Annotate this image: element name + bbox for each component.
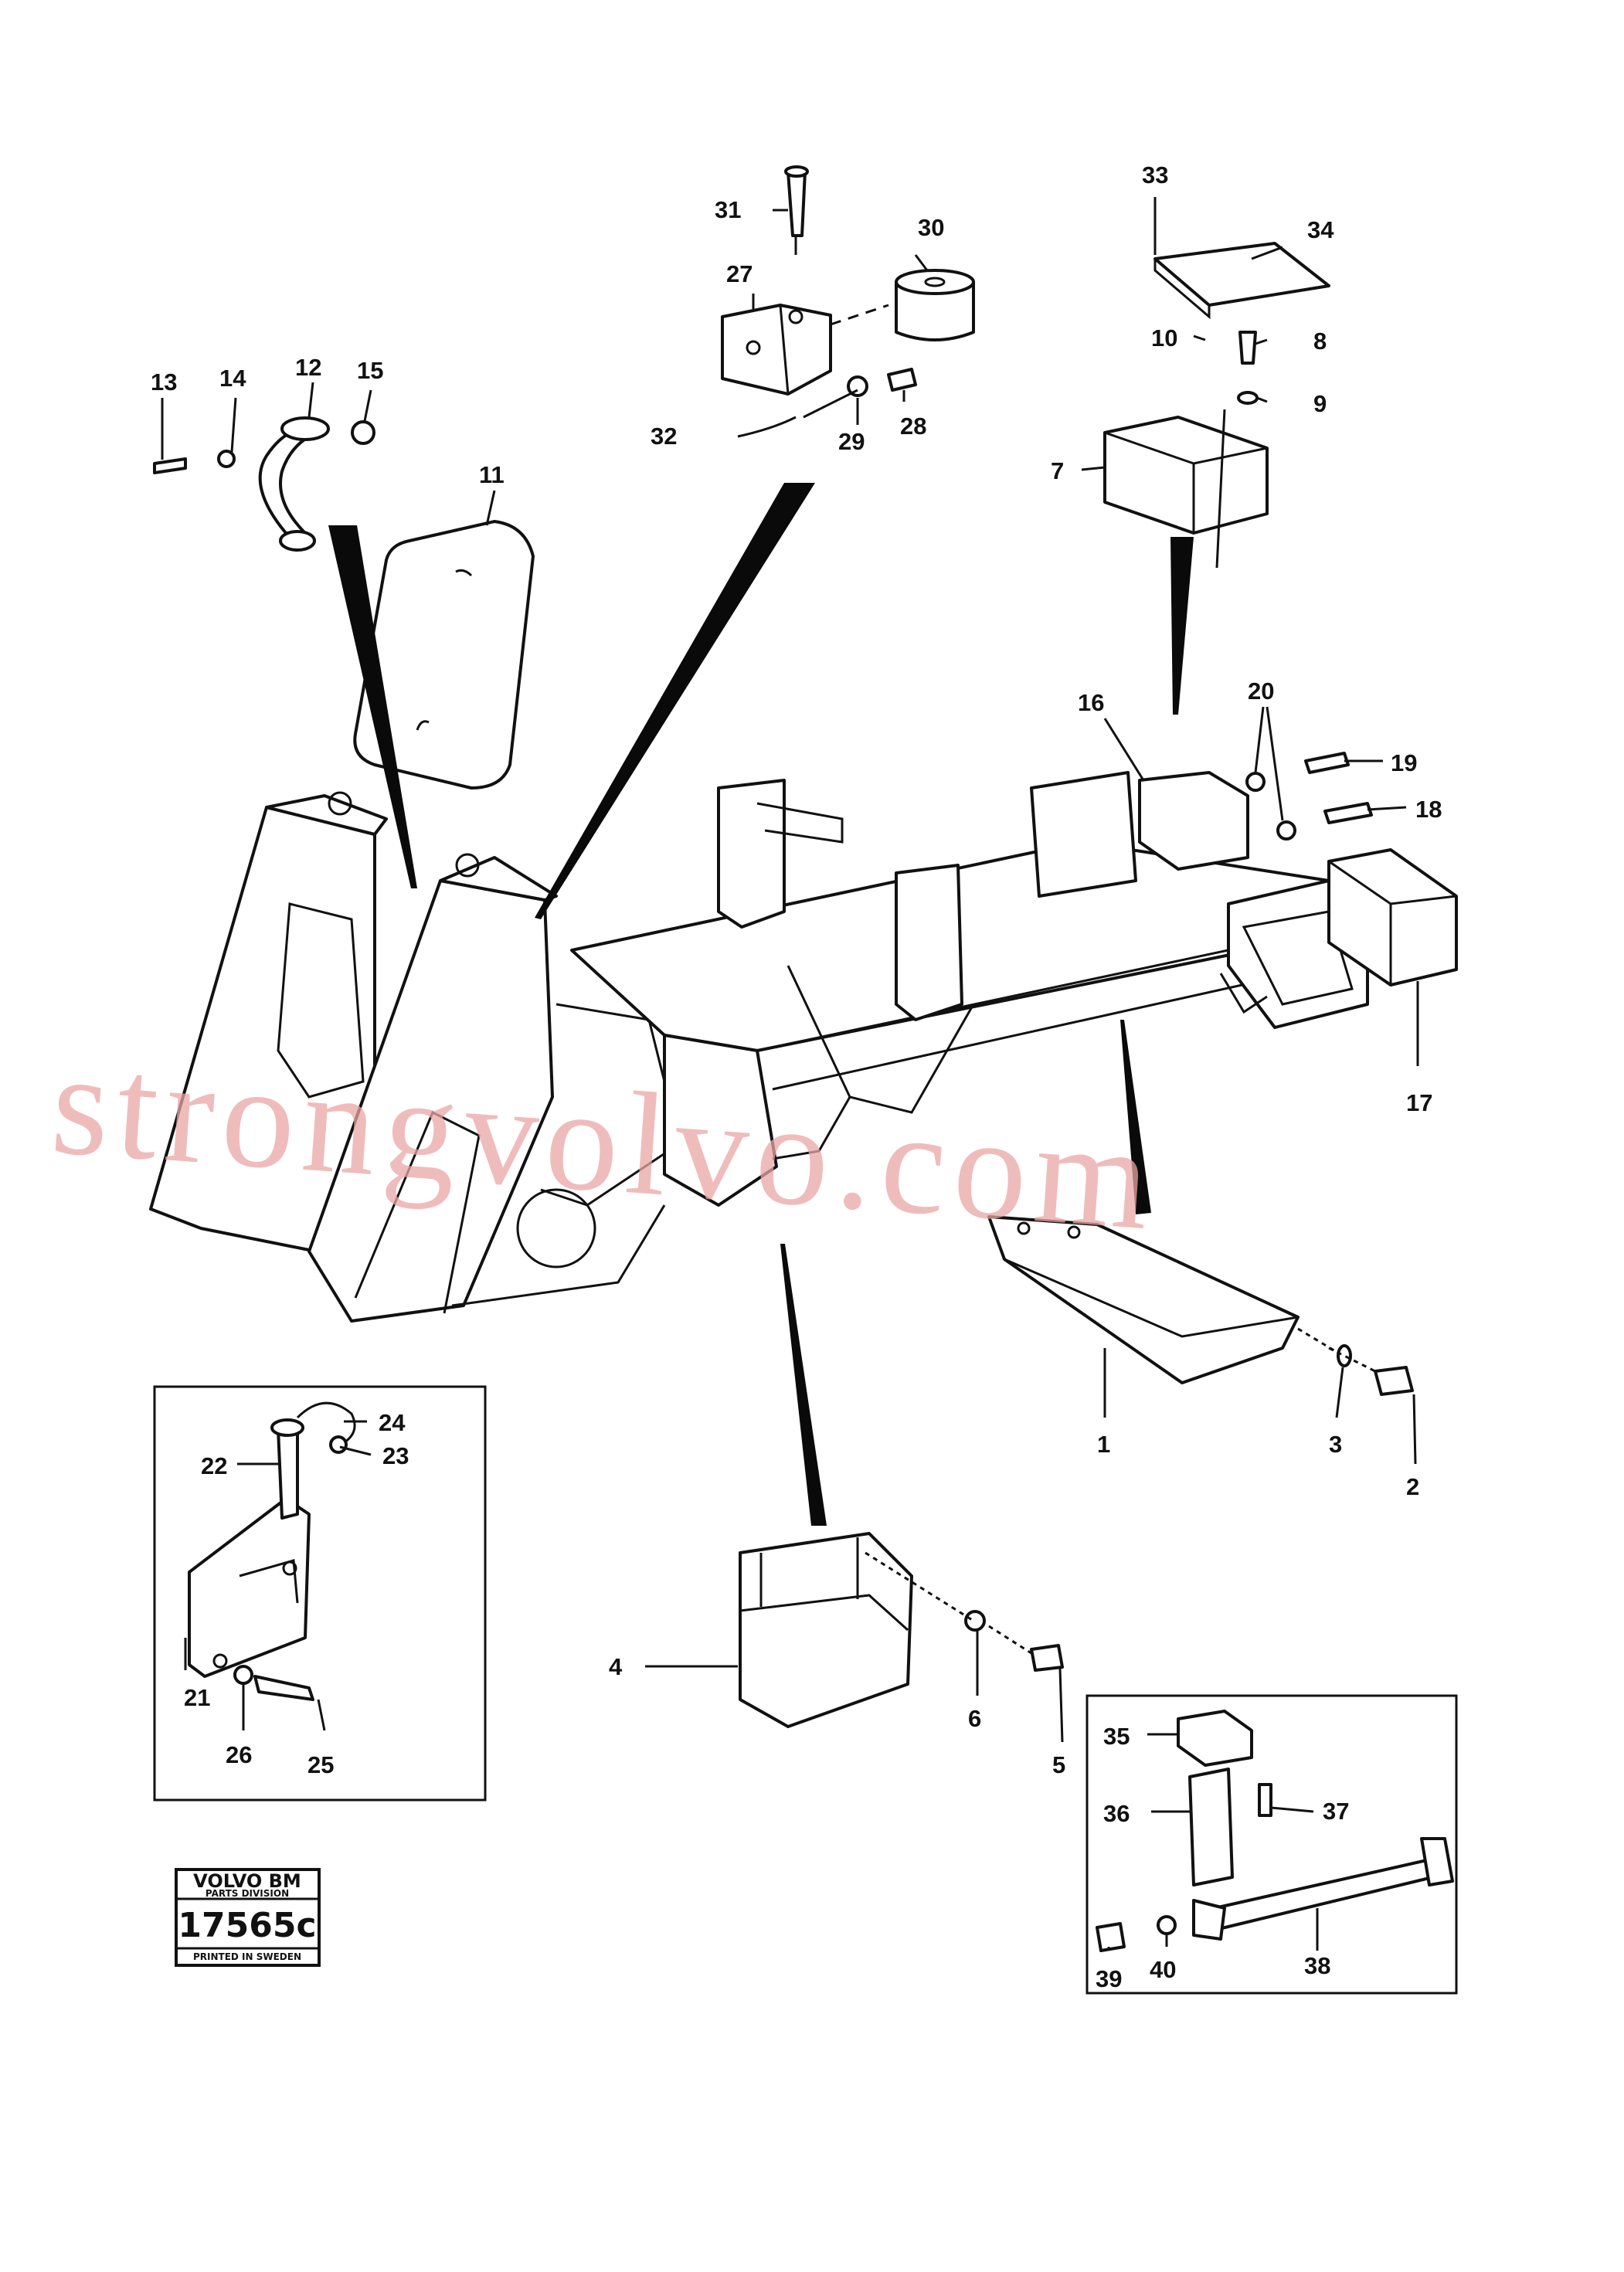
label-part-35: 35 — [1103, 1723, 1130, 1750]
label-part-31: 31 — [715, 196, 741, 223]
part-3-washer — [1337, 1344, 1352, 1367]
label-part-21: 21 — [184, 1684, 210, 1711]
label-part-18: 18 — [1415, 796, 1442, 823]
label-part-8: 8 — [1313, 328, 1327, 355]
part-29-washer — [847, 375, 868, 397]
label-part-34: 34 — [1307, 216, 1334, 243]
label-part-10: 10 — [1151, 324, 1177, 351]
part-20-washer-b — [1276, 820, 1296, 841]
label-part-2: 2 — [1406, 1473, 1419, 1500]
inset-box-left — [153, 1385, 487, 1802]
part-39-bolt — [1096, 1922, 1126, 1952]
part-22-pin — [277, 1428, 299, 1520]
label-part-37: 37 — [1323, 1798, 1349, 1825]
label-part-32: 32 — [651, 423, 677, 450]
stamp-brand: VOLVO BM — [193, 1870, 301, 1892]
part-4-guard — [739, 1532, 913, 1728]
part-27-bracket — [721, 304, 832, 396]
label-part-7: 7 — [1051, 457, 1064, 484]
part-13-bolt — [153, 457, 187, 474]
label-part-29: 29 — [838, 428, 865, 455]
part-25-bolt — [253, 1675, 314, 1701]
label-part-16: 16 — [1078, 689, 1104, 716]
part-6-nut — [964, 1610, 986, 1632]
main-frame — [149, 771, 1369, 1323]
part-12-handle — [258, 427, 311, 535]
part-24-chain — [296, 1401, 356, 1450]
part-14-nut — [217, 450, 236, 468]
label-part-24: 24 — [379, 1409, 406, 1436]
part-33-cover — [1153, 242, 1330, 307]
part-5-bolt — [1030, 1644, 1064, 1672]
inset-box-right — [1085, 1694, 1458, 1995]
part-21-bracket — [188, 1497, 311, 1678]
label-part-23: 23 — [382, 1442, 409, 1469]
label-part-39: 39 — [1096, 1965, 1122, 1992]
part-7-box — [1103, 416, 1269, 535]
part-30-bushing — [895, 280, 975, 341]
part-35-block — [1177, 1710, 1253, 1767]
label-part-1: 1 — [1097, 1431, 1110, 1458]
label-part-6: 6 — [968, 1705, 981, 1732]
part-11-panel — [353, 520, 535, 790]
label-part-9: 9 — [1313, 390, 1327, 417]
label-part-17: 17 — [1406, 1089, 1432, 1116]
label-part-15: 15 — [357, 357, 383, 384]
leader-lines — [161, 197, 1419, 1951]
stamp-number: 17565c — [178, 1906, 316, 1945]
label-part-40: 40 — [1150, 1956, 1176, 1983]
part-28-bolt — [887, 368, 917, 392]
part-2-bolt — [1374, 1366, 1414, 1396]
label-part-11: 11 — [479, 461, 505, 488]
part-8-bolt — [1238, 331, 1257, 365]
label-part-14: 14 — [219, 365, 246, 392]
part-15-washer — [351, 420, 375, 445]
part-31-pin — [787, 170, 807, 237]
label-part-26: 26 — [226, 1741, 252, 1768]
part-18-bolt — [1323, 802, 1373, 824]
part-32-chain — [737, 416, 797, 438]
label-part-5: 5 — [1052, 1751, 1065, 1778]
part-9-washer — [1237, 391, 1259, 405]
label-part-12: 12 — [295, 354, 321, 381]
label-part-30: 30 — [918, 214, 944, 241]
label-part-38: 38 — [1304, 1952, 1330, 1979]
stamp-division: PARTS DIVISION — [206, 1888, 289, 1899]
label-part-28: 28 — [900, 413, 926, 440]
label-part-25: 25 — [307, 1751, 334, 1778]
part-23-ring — [329, 1435, 348, 1454]
part-19-bolt — [1304, 752, 1350, 774]
stamp-printed: PRINTED IN SWEDEN — [193, 1951, 301, 1962]
part-16-pad — [1138, 771, 1249, 871]
label-part-3: 3 — [1329, 1431, 1342, 1458]
part-37-bolt — [1258, 1783, 1272, 1817]
label-part-20: 20 — [1248, 678, 1274, 705]
callout-labels: 1 2 3 4 5 6 7 8 9 10 11 12 13 14 15 16 1… — [151, 161, 1442, 1992]
parts — [153, 165, 1458, 1728]
label-part-4: 4 — [609, 1653, 623, 1680]
pointer-wedges — [328, 483, 1194, 1526]
label-part-36: 36 — [1103, 1800, 1130, 1827]
part-36-plate — [1188, 1768, 1234, 1887]
part-20-washer-a — [1245, 772, 1266, 792]
label-part-33: 33 — [1142, 161, 1168, 188]
label-part-19: 19 — [1391, 749, 1417, 776]
label-part-22: 22 — [201, 1452, 227, 1479]
part-26-washer — [233, 1665, 253, 1685]
volvo-bm-stamp: VOLVO BM PARTS DIVISION 17565c PRINTED I… — [175, 1868, 321, 1967]
part-38-rod — [1196, 1856, 1450, 1933]
part-40-washer — [1157, 1915, 1177, 1935]
label-part-27: 27 — [726, 260, 753, 287]
label-part-13: 13 — [151, 368, 177, 396]
